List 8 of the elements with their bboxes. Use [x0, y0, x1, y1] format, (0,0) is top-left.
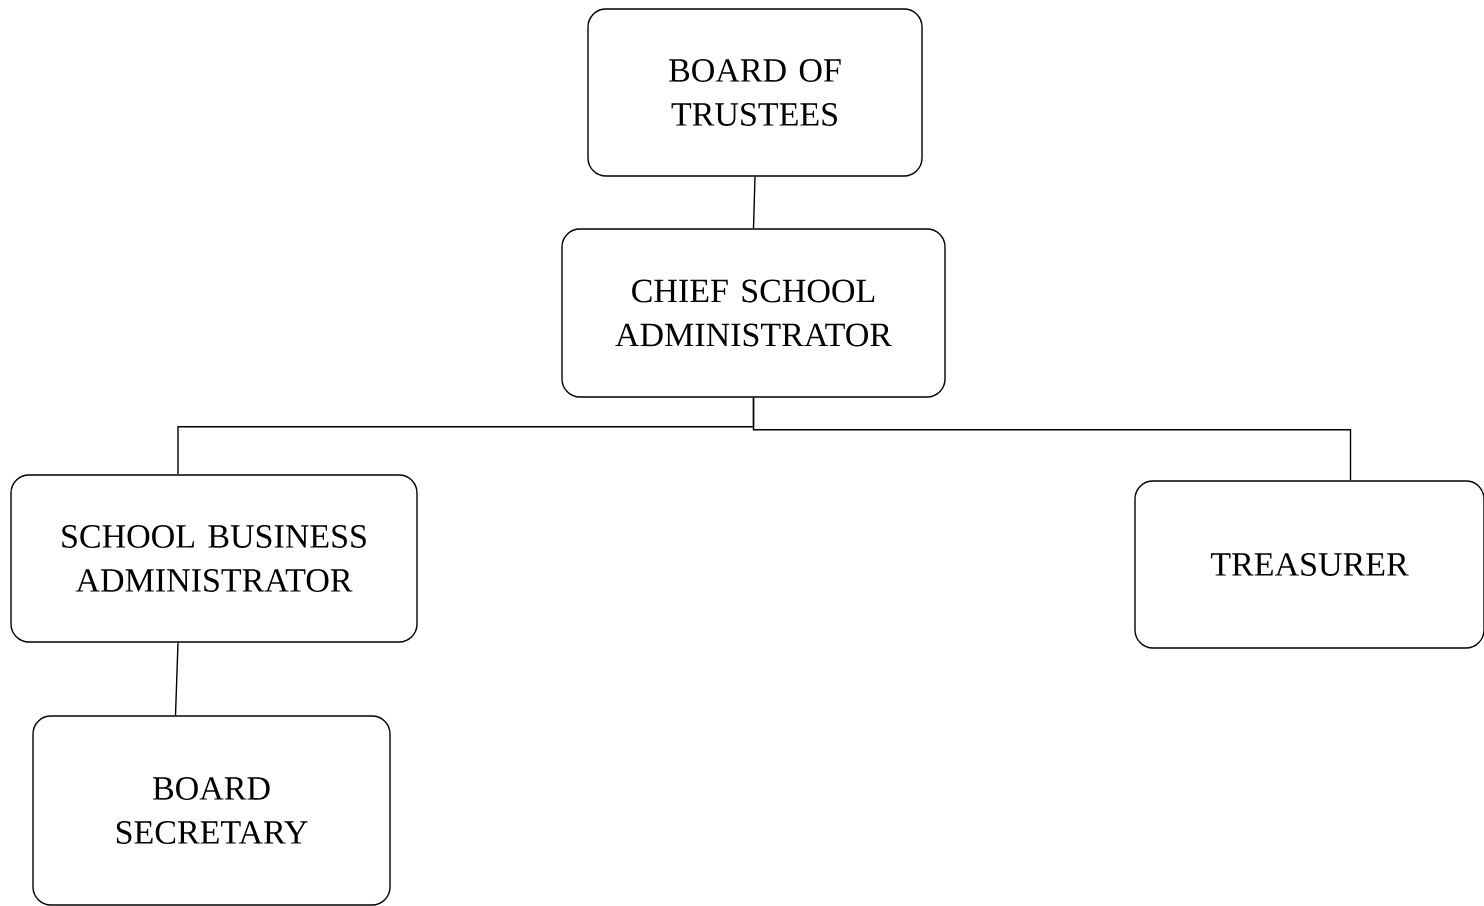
connector-line — [752, 397, 1352, 481]
org-box: BOARD OF TRUSTEES — [587, 8, 923, 177]
org-box: BOARD SECRETARY — [32, 715, 391, 906]
connector-line — [752, 176, 756, 229]
org-box: SCHOOL BUSINESS ADMINISTRATOR — [10, 474, 418, 643]
org-box: TREASURER — [1134, 480, 1484, 649]
connector-line — [174, 642, 179, 716]
org-box: CHIEF SCHOOL ADMINISTRATOR — [561, 228, 946, 398]
